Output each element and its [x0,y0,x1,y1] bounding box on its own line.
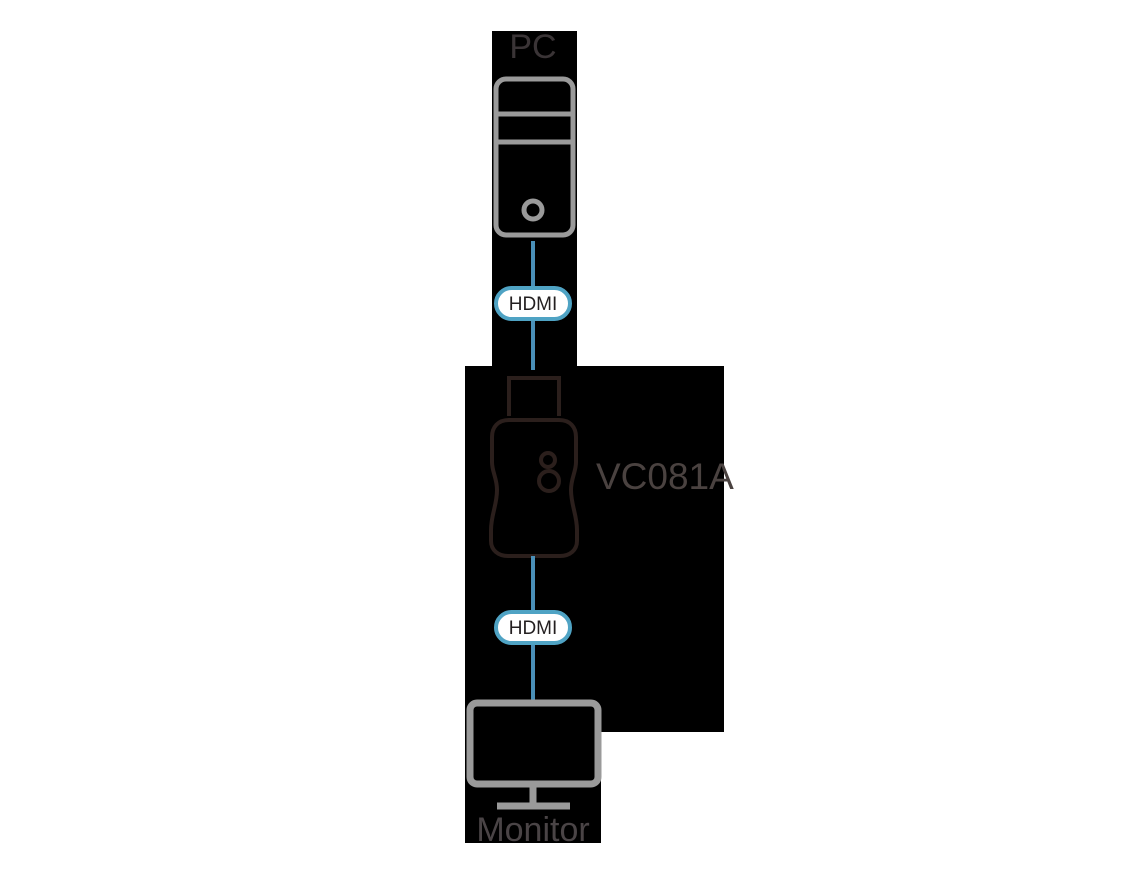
pc-label: PC [509,28,556,66]
hdmi-badge-lower-label: HDMI [509,618,558,639]
dongle-led-top [539,451,557,469]
adapter-panel-backdrop [465,366,724,732]
hdmi-badge-upper-label: HDMI [509,294,558,315]
hdmi-badge-lower: HDMI [494,610,572,645]
monitor-label: Monitor [476,811,589,849]
hdmi-badge-upper: HDMI [494,286,572,321]
backdrop-panels [465,31,724,843]
desktop-tower-icon [493,76,576,238]
dongle-led-bottom [537,469,561,493]
adapter-label: VC081A [596,456,734,497]
monitor-icon [466,699,602,810]
hdmi-dongle-icon [489,376,579,558]
